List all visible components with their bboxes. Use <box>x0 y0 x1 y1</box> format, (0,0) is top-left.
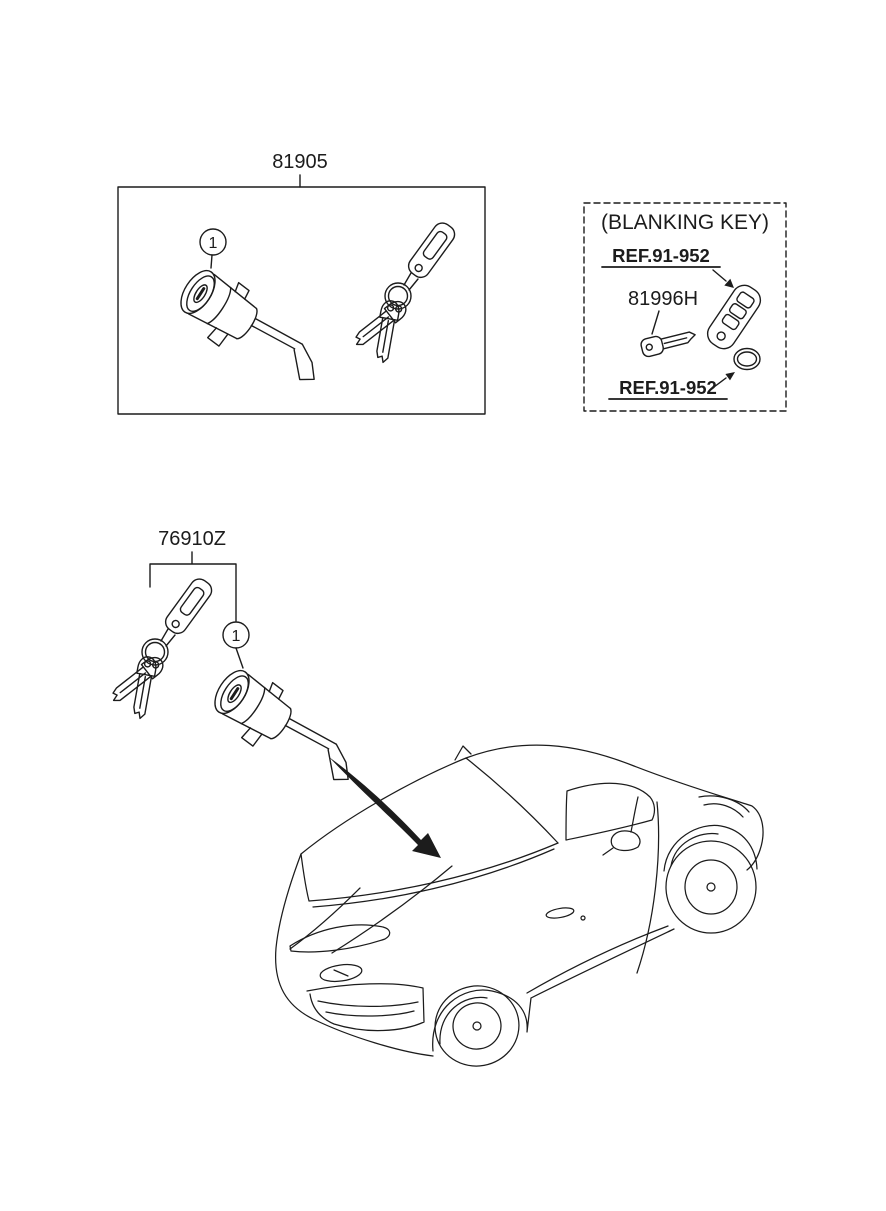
part-number-81996H: 81996H <box>628 288 698 310</box>
callout-leader <box>235 647 244 669</box>
callout-leader <box>210 254 213 269</box>
car-panel-lines <box>289 795 750 1045</box>
car-side-glass <box>565 782 656 841</box>
car-body-outline <box>274 744 764 1057</box>
remote-key-fob-drawing <box>706 284 762 350</box>
part-number-81905: 81905 <box>272 151 328 173</box>
key-set-drawing <box>107 575 215 719</box>
callout-1-main: 1 <box>199 228 227 269</box>
door-lock-cylinder-drawing <box>201 658 372 801</box>
part-number-76910Z: 76910Z <box>158 528 226 550</box>
ref-91-952-lower: REF.91-952 <box>619 377 717 398</box>
label-connector-81996H <box>651 310 660 335</box>
ref-lower-arrow-line <box>713 377 727 388</box>
blank-key-drawing <box>640 331 696 358</box>
car-side-mirror <box>610 830 641 852</box>
blanking-key-dashed-box <box>583 202 787 412</box>
car-grille <box>306 983 425 1032</box>
blanking-key-title: (BLANKING KEY) <box>601 211 769 234</box>
door-lock-group: 76910Z 1 <box>107 528 372 801</box>
car-door-handle <box>545 907 586 921</box>
ref-lower-arrowhead-icon <box>725 372 735 381</box>
key-set-drawing <box>350 219 458 363</box>
main-set-group: 81905 1 <box>117 151 486 415</box>
ref-upper-arrowhead-icon <box>724 278 734 288</box>
ref-upper-arrow-line <box>712 269 727 282</box>
car-illustration <box>274 744 764 1067</box>
door-lock-cylinder-drawing <box>167 258 338 401</box>
car-front-wheel <box>434 985 520 1067</box>
callout-1-door-lock: 1 <box>222 621 250 669</box>
callout-number: 1 <box>232 628 241 645</box>
main-set-box <box>117 186 486 415</box>
ref-91-952-upper: REF.91-952 <box>612 245 710 266</box>
car-windshield <box>300 745 559 908</box>
location-arrow-icon <box>329 757 441 858</box>
car-front-details <box>289 924 425 1032</box>
key-ring-grommet-drawing <box>733 347 761 371</box>
callout-circle <box>199 228 227 256</box>
car-logo-badge <box>319 963 363 983</box>
callout-number: 1 <box>209 235 218 252</box>
car-headlight <box>289 924 391 953</box>
label-bracket-76910Z <box>149 551 237 622</box>
blanking-key-group: (BLANKING KEY) REF.91-952 81996H REF.91-… <box>583 202 787 412</box>
car-rear-wheel <box>665 840 757 934</box>
